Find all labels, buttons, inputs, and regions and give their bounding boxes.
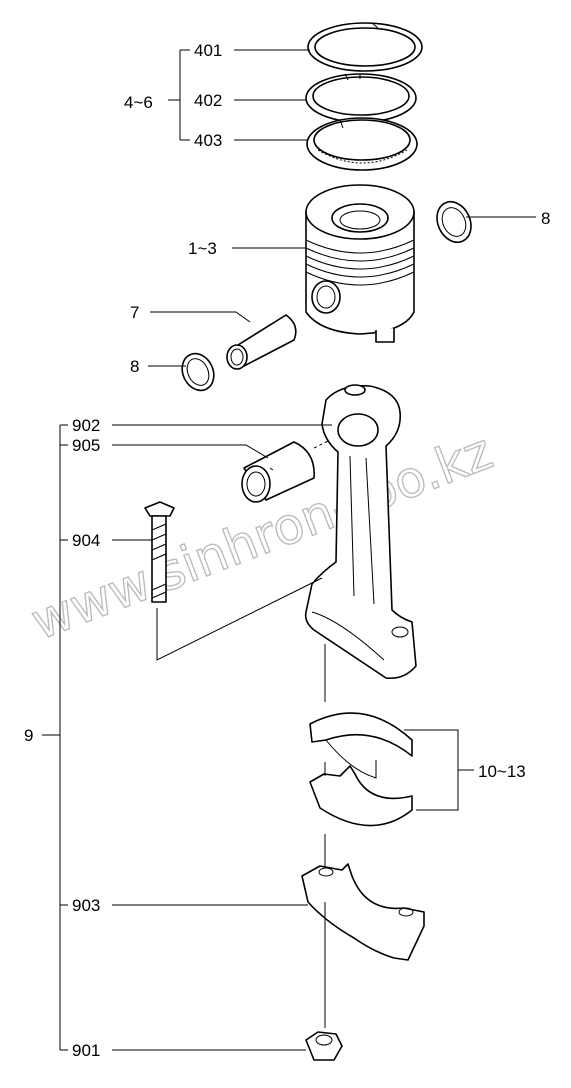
- label-401: 401: [194, 41, 222, 60]
- label-403: 403: [194, 131, 222, 150]
- label-904: 904: [72, 531, 100, 550]
- circlip-left[interactable]: [176, 348, 219, 395]
- small-end-bushing[interactable]: [241, 441, 315, 503]
- piston[interactable]: [305, 184, 415, 343]
- piston-ring-402[interactable]: [305, 73, 417, 123]
- connecting-rod[interactable]: [304, 384, 417, 680]
- label-piston: 1~3: [188, 239, 217, 258]
- piston-ring-403[interactable]: [306, 117, 418, 171]
- label-bearings: 10~13: [478, 762, 526, 781]
- label-pin: 7: [130, 303, 139, 322]
- label-circlip-right: 8: [541, 209, 550, 228]
- label-rings-group: 4~6: [124, 93, 153, 112]
- label-402: 402: [194, 91, 222, 110]
- upper-bearing-shell[interactable]: [309, 712, 413, 779]
- rod-cap[interactable]: [301, 863, 425, 961]
- label-905: 905: [72, 436, 100, 455]
- circlip-right[interactable]: [431, 196, 478, 248]
- label-circlip-left: 8: [130, 357, 139, 376]
- rod-bolt[interactable]: [144, 501, 175, 603]
- leader-lines: [42, 49, 536, 1051]
- piston-ring-401[interactable]: [307, 22, 423, 72]
- label-902: 902: [72, 416, 100, 435]
- label-901: 901: [72, 1041, 100, 1060]
- bolt-centerline: [156, 577, 323, 661]
- label-903: 903: [72, 896, 100, 915]
- rod-nut[interactable]: [305, 1031, 343, 1061]
- lower-bearing-shell[interactable]: [309, 765, 413, 827]
- piston-pin[interactable]: [226, 314, 297, 370]
- bushing-axis: [313, 439, 331, 449]
- label-rod-assembly: 9: [24, 726, 33, 745]
